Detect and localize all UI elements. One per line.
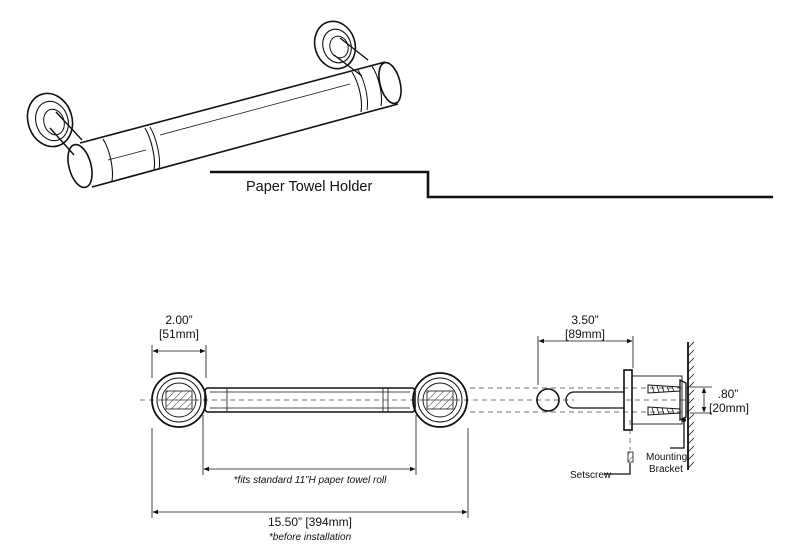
right-flange: [313, 20, 357, 70]
bracket-label-line2: Bracket: [649, 464, 683, 475]
front-left-flange: [151, 372, 207, 428]
overall-length-dimension: 15.50” [394mm] *before installation: [151, 428, 469, 543]
bracket-label-line1: Mounting: [646, 452, 687, 463]
side-flange: [623, 369, 683, 431]
setscrew-shape: [627, 451, 634, 463]
roll-fit-dimension: *fits standard 11”H paper towel roll: [202, 415, 417, 486]
bar-end-view: [536, 388, 560, 412]
projection-metric: [89mm]: [565, 327, 605, 341]
overall-length-note: *before installation: [269, 532, 352, 543]
perspective-illustration: [26, 20, 402, 189]
front-bar: [204, 387, 416, 413]
left-flange: [26, 92, 74, 148]
right-post: [333, 37, 369, 77]
setscrew-label: Setscrew: [570, 470, 612, 481]
side-post: [565, 391, 625, 409]
flange-width-dimension: 2.00” [51mm]: [151, 313, 207, 378]
bracket-height-dimension: .80” [20mm]: [690, 386, 749, 415]
bracket-height-metric: [20mm]: [709, 401, 749, 415]
title-banner: Paper Towel Holder: [210, 170, 773, 199]
roll-fit-note: *fits standard 11”H paper towel roll: [234, 475, 387, 486]
left-post: [49, 111, 83, 156]
product-title: Paper Towel Holder: [246, 179, 372, 195]
towel-bar: [67, 61, 402, 189]
wall: [687, 341, 695, 470]
front-right-flange: [412, 372, 468, 428]
flange-width-metric: [51mm]: [159, 327, 199, 341]
bracket-callout: Mounting Bracket: [646, 418, 687, 475]
overall-length-text: 15.50” [394mm]: [268, 515, 352, 529]
projection-imperial: 3.50”: [571, 313, 598, 327]
side-view: 3.50” [89mm] .80” [20mm] Setscrew Mounti…: [470, 313, 749, 481]
setscrew-callout: Setscrew: [570, 420, 634, 481]
projection-dimension: 3.50” [89mm]: [537, 313, 634, 385]
front-view: 2.00” [51mm] *fits standard 11”H paper t…: [140, 313, 500, 543]
flange-width-imperial: 2.00”: [165, 313, 192, 327]
bracket-height-imperial: .80”: [718, 387, 739, 401]
mounting-bracket-shape: [679, 378, 687, 422]
